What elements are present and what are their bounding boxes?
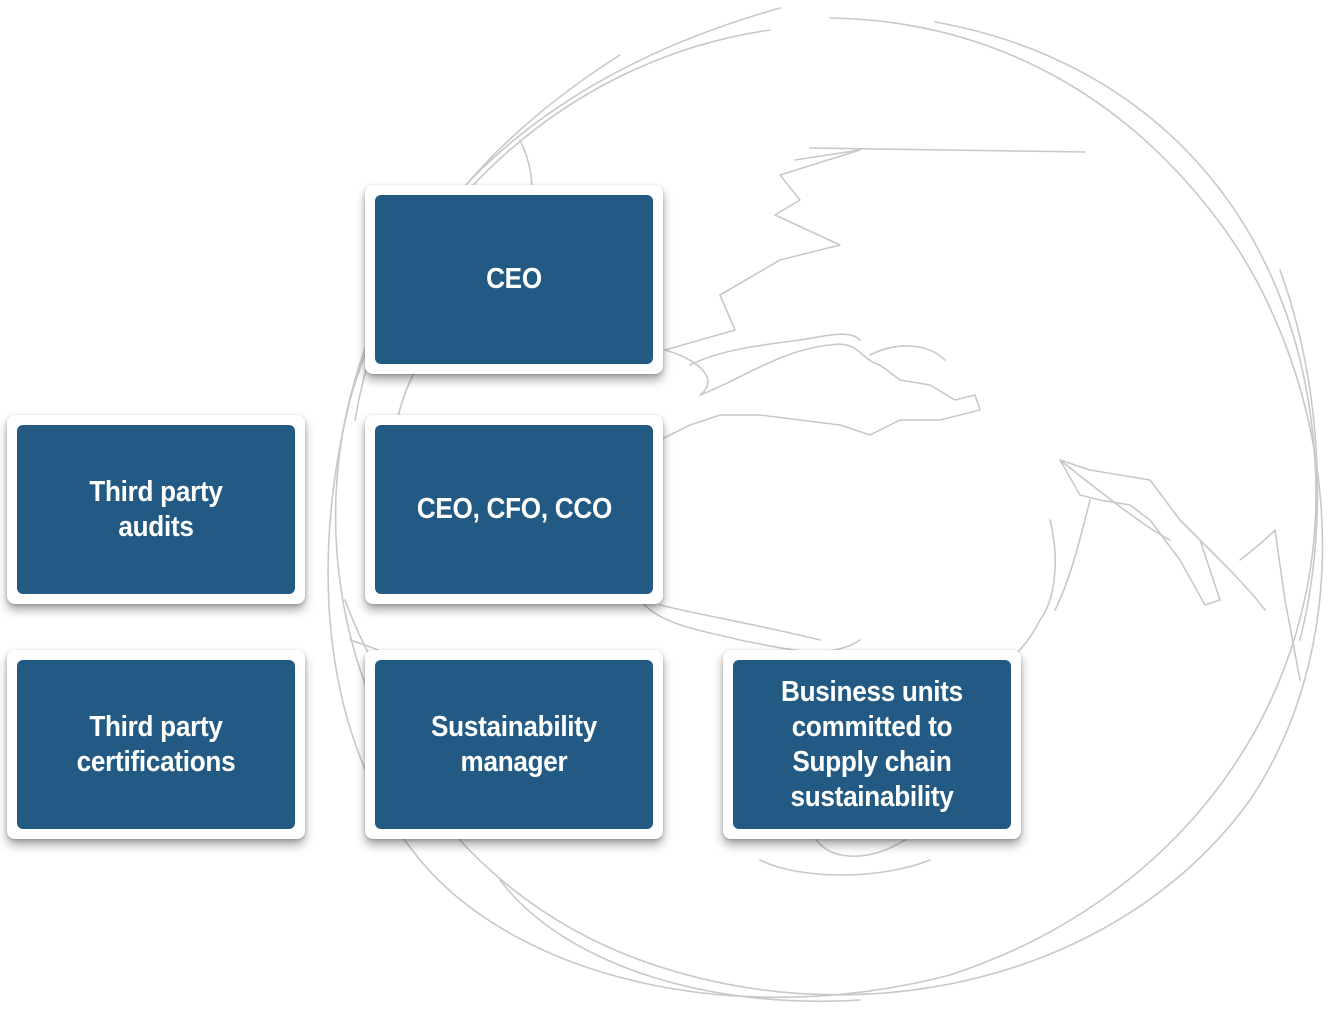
- executives-box: CEO, CFO, CCO: [365, 415, 663, 604]
- sustainability-manager-label: Sustainability manager: [431, 710, 597, 778]
- third-party-audits-label: Third party audits: [89, 475, 223, 543]
- third-party-certifications-label: Third party certifications: [76, 710, 236, 778]
- sustainability-manager-box-fill: Sustainability manager: [375, 660, 653, 829]
- business-units-label: Business units committed to Supply chain…: [781, 675, 963, 813]
- business-units-box-fill: Business units committed to Supply chain…: [733, 660, 1011, 829]
- ceo-box: CEO: [365, 185, 663, 374]
- ceo-box-fill: CEO: [375, 195, 653, 364]
- ceo-label: CEO: [486, 263, 542, 295]
- executives-box-fill: CEO, CFO, CCO: [375, 425, 653, 594]
- sustainability-manager-box: Sustainability manager: [365, 650, 663, 839]
- third-party-certifications-box-fill: Third party certifications: [17, 660, 295, 829]
- third-party-audits-box-fill: Third party audits: [17, 425, 295, 594]
- business-units-box: Business units committed to Supply chain…: [723, 650, 1021, 839]
- third-party-audits-box: Third party audits: [7, 415, 305, 604]
- executives-label: CEO, CFO, CCO: [416, 493, 612, 525]
- third-party-certifications-box: Third party certifications: [7, 650, 305, 839]
